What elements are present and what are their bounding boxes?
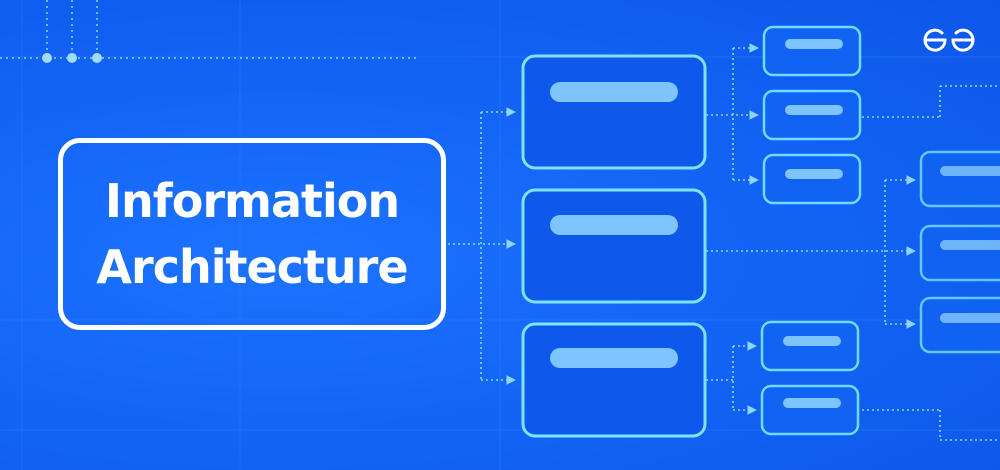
placeholder-bar (940, 313, 1000, 323)
placeholder-bar (550, 215, 678, 235)
node-secondary-1-3 (762, 153, 862, 205)
node-secondary-3-1 (760, 320, 860, 372)
root-node-title-box: Information Architecture (58, 138, 446, 330)
placeholder-bar (785, 169, 843, 179)
node-secondary-3-2 (760, 384, 860, 436)
title-line-2: Architecture (96, 240, 408, 294)
node-secondary-1-2 (762, 89, 862, 141)
node-tertiary-1 (919, 150, 1000, 208)
placeholder-bar (785, 105, 843, 115)
placeholder-bar (785, 39, 843, 49)
node-primary-3 (521, 322, 707, 438)
placeholder-bar (550, 348, 678, 368)
placeholder-bar (783, 398, 841, 408)
node-primary-1 (521, 54, 707, 170)
placeholder-bar (550, 82, 678, 102)
node-tertiary-2 (919, 224, 1000, 282)
connectors (448, 43, 1000, 441)
placeholder-bar (783, 336, 841, 346)
node-secondary-1-1 (762, 25, 862, 77)
decorative-dots (42, 53, 102, 63)
geeksforgeeks-logo-icon (923, 28, 975, 52)
placeholder-bar (940, 240, 1000, 250)
decorative-dotted-lines (0, 0, 420, 59)
node-primary-2 (521, 188, 707, 304)
node-tertiary-3 (919, 296, 1000, 354)
placeholder-bar (940, 166, 1000, 176)
title-line-1: Information (104, 174, 400, 228)
